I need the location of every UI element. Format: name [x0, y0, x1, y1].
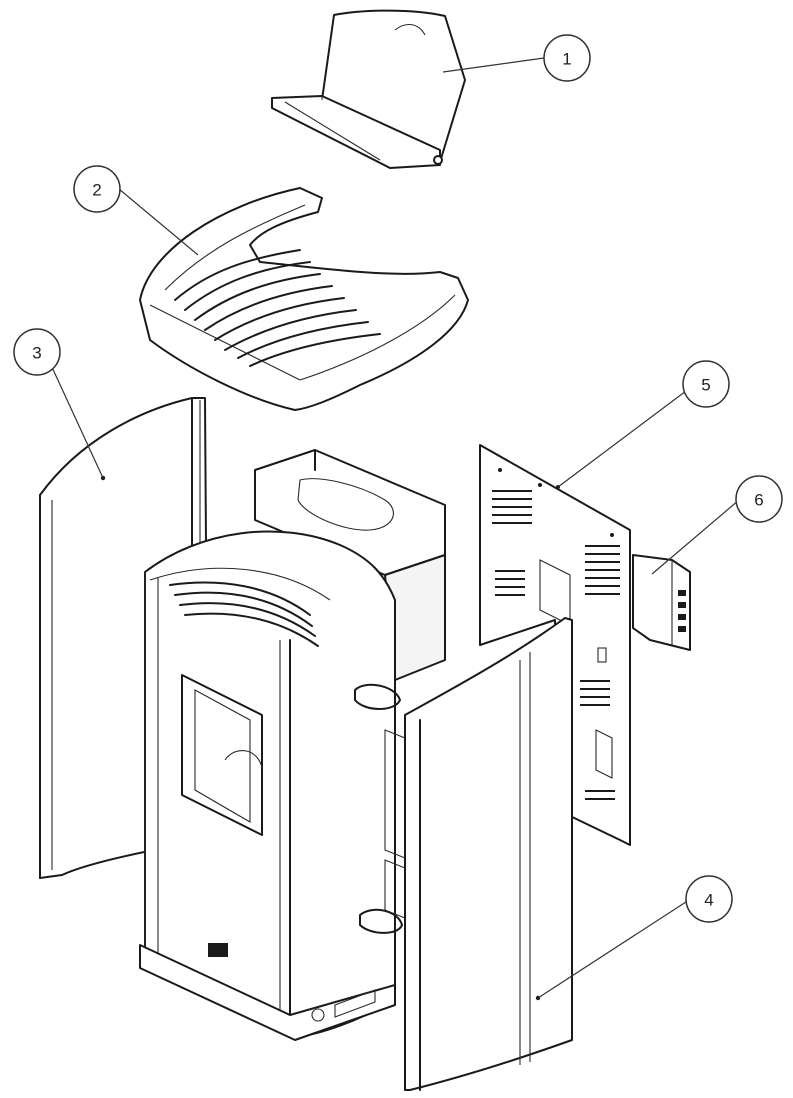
callout-3-label: 3: [32, 344, 41, 363]
leader-lines: [44, 57, 740, 999]
callout-4-label: 4: [704, 891, 713, 910]
callout-4: 4: [685, 875, 733, 923]
part-2-top-grille-cover: [139, 187, 469, 411]
callout-6: 6: [735, 475, 783, 523]
callout-2-label: 2: [92, 181, 101, 200]
callout-3: 3: [13, 328, 61, 376]
rear-panel-vents: [492, 490, 620, 800]
body-top-grille: [169, 581, 319, 647]
grille-ribs: [174, 249, 381, 367]
callout-1-label: 1: [562, 50, 571, 69]
part-6-control-box: [632, 554, 691, 651]
callout-1: 1: [543, 34, 591, 82]
callout-6-label: 6: [754, 491, 763, 510]
callout-2: 2: [73, 165, 121, 213]
callout-5-label: 5: [701, 376, 710, 395]
part-4-right-side-panel: [404, 617, 573, 1091]
part-1-top-lid: [271, 9, 466, 169]
callout-5: 5: [682, 360, 730, 408]
stove-body: [139, 449, 446, 1041]
